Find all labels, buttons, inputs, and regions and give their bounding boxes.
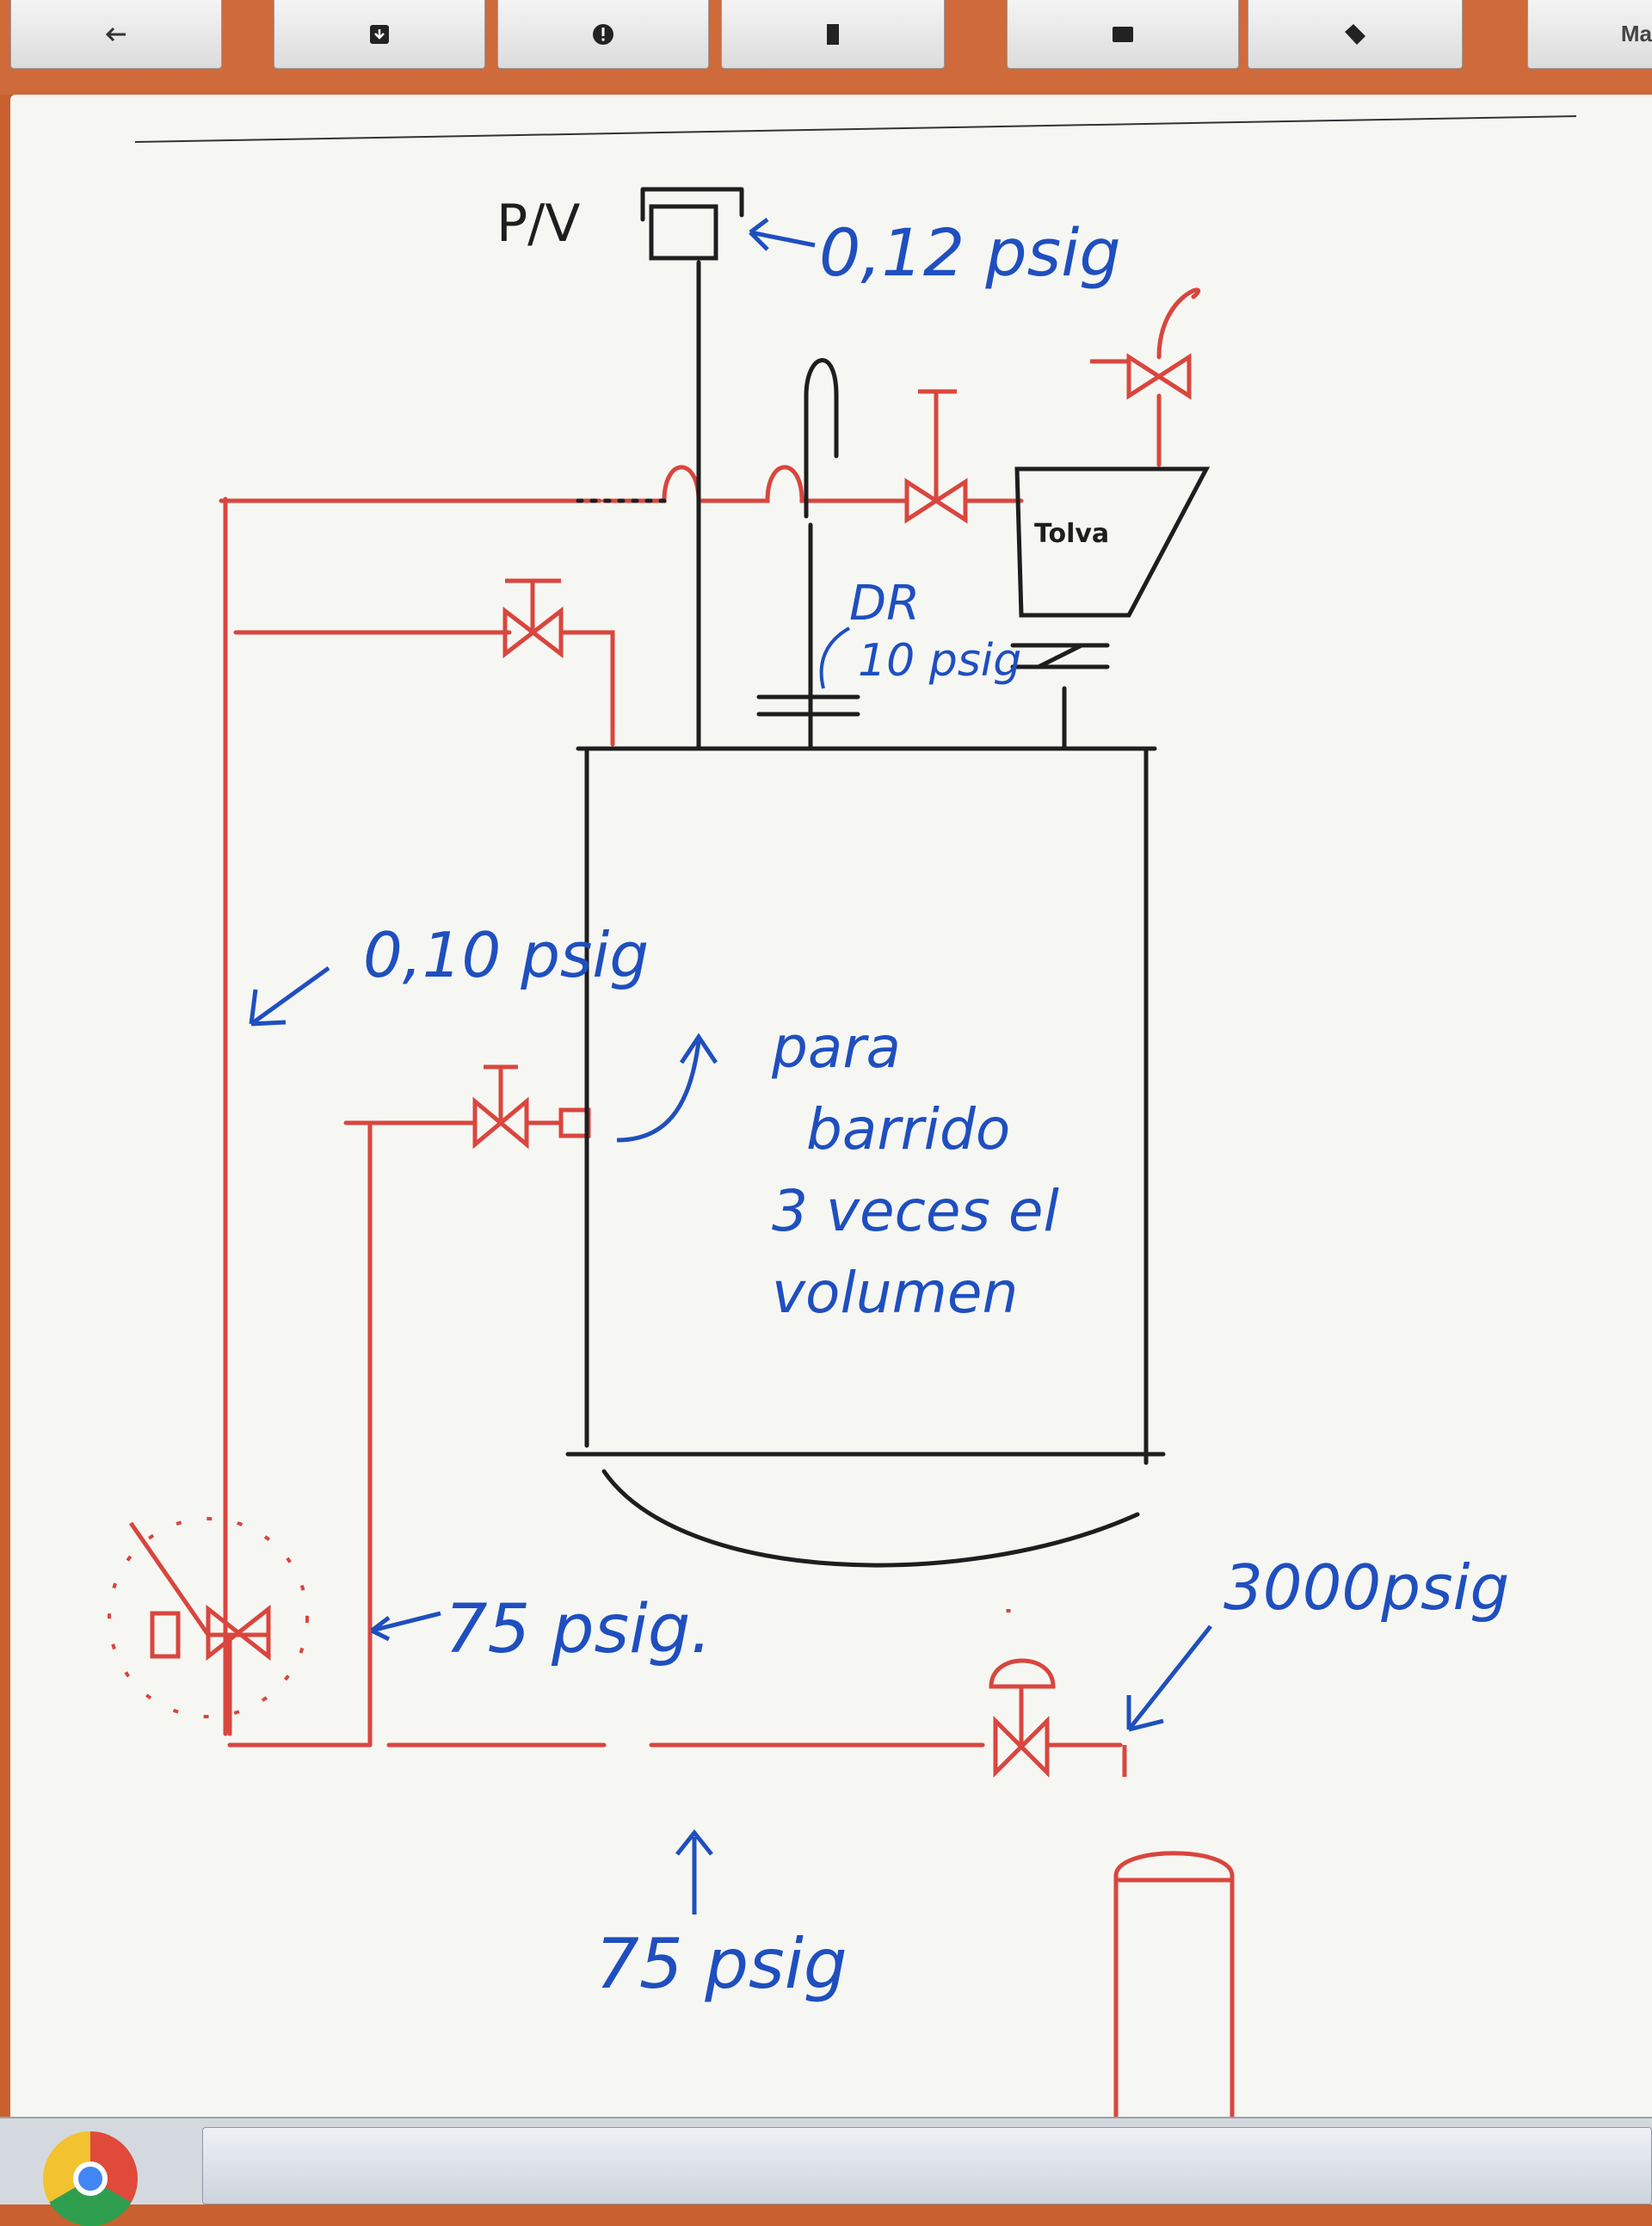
info-button[interactable] [497, 0, 709, 69]
purge-note-line-2: barrido [806, 1096, 1010, 1162]
app-toolbar: Ma [0, 0, 1652, 95]
document-button[interactable] [721, 0, 945, 69]
tolva-label: Tolva [1034, 519, 1109, 549]
line-pressure-label: 0,10 psig [363, 919, 649, 991]
purge-note-line-4: volumen [772, 1260, 1018, 1326]
document-icon [827, 23, 839, 45]
folder-icon [1113, 26, 1133, 42]
cylinder-valve [989, 1609, 1056, 1779]
pv-valve-cap [640, 187, 744, 222]
purge-note-line-1: para [771, 1014, 901, 1081]
back-button[interactable] [10, 0, 222, 69]
process-sketch: P/V Tolva 0,12 psig DR 10 psig 0,10 psig… [108, 115, 1577, 2117]
header-pressure-label: 75 psig [595, 1924, 848, 2004]
save-icon [370, 24, 389, 44]
tolva-vent-line [1156, 287, 1201, 467]
window-item[interactable] [202, 2127, 1652, 2204]
rupture-disc [756, 694, 860, 717]
regulator-pressure-label: 75 psig. [445, 1591, 712, 1668]
pressure-regulator [108, 1517, 309, 1718]
os-taskbar [0, 2117, 1652, 2226]
back-arrow-icon [105, 27, 126, 41]
top-header-line [219, 465, 839, 503]
toolbar-right-label: Ma [1620, 21, 1652, 46]
tolva-hopper [1014, 466, 1211, 618]
more-menu-button[interactable]: Ma [1527, 0, 1652, 69]
blue-annotations: 0,12 psig DR 10 psig 0,10 psig para barr… [249, 214, 1509, 2004]
save-button[interactable] [274, 0, 485, 69]
header-valve [904, 389, 968, 524]
tag-icon [1345, 23, 1365, 45]
drawing-canvas[interactable]: P/V Tolva 0,12 psig DR 10 psig 0,10 psig… [10, 95, 1652, 2117]
alert-icon [593, 23, 613, 45]
vessel-body [565, 746, 1166, 1465]
dr-label: DR [849, 576, 920, 632]
pv-pressure-label: 0,12 psig [819, 214, 1121, 291]
nitrogen-cylinder [1113, 1745, 1235, 2117]
dr-vent-pipe [804, 358, 839, 751]
dr-pressure-label: 10 psig [858, 635, 1021, 687]
page-border-line [134, 115, 1577, 143]
vessel-ink [565, 187, 1211, 1568]
purge-valve [472, 1064, 591, 1150]
purge-note-line-3: 3 veces el [772, 1178, 1059, 1244]
tag-button[interactable] [1248, 0, 1463, 69]
folder-button[interactable] [1007, 0, 1239, 69]
valves-red [108, 353, 1235, 2117]
pv-valve-box [649, 204, 718, 261]
chrome-icon[interactable] [43, 2131, 138, 2226]
nitrogen-piping [219, 287, 1201, 1748]
second-valve [502, 578, 564, 659]
second-header-line [233, 630, 615, 747]
pv-label: P/V [496, 194, 580, 254]
vessel-bottom-head [601, 1469, 1140, 1568]
tolva-valve [1010, 643, 1110, 669]
cylinder-pressure-label: 3000psig [1224, 1551, 1509, 1624]
relief-valve [1090, 353, 1192, 400]
